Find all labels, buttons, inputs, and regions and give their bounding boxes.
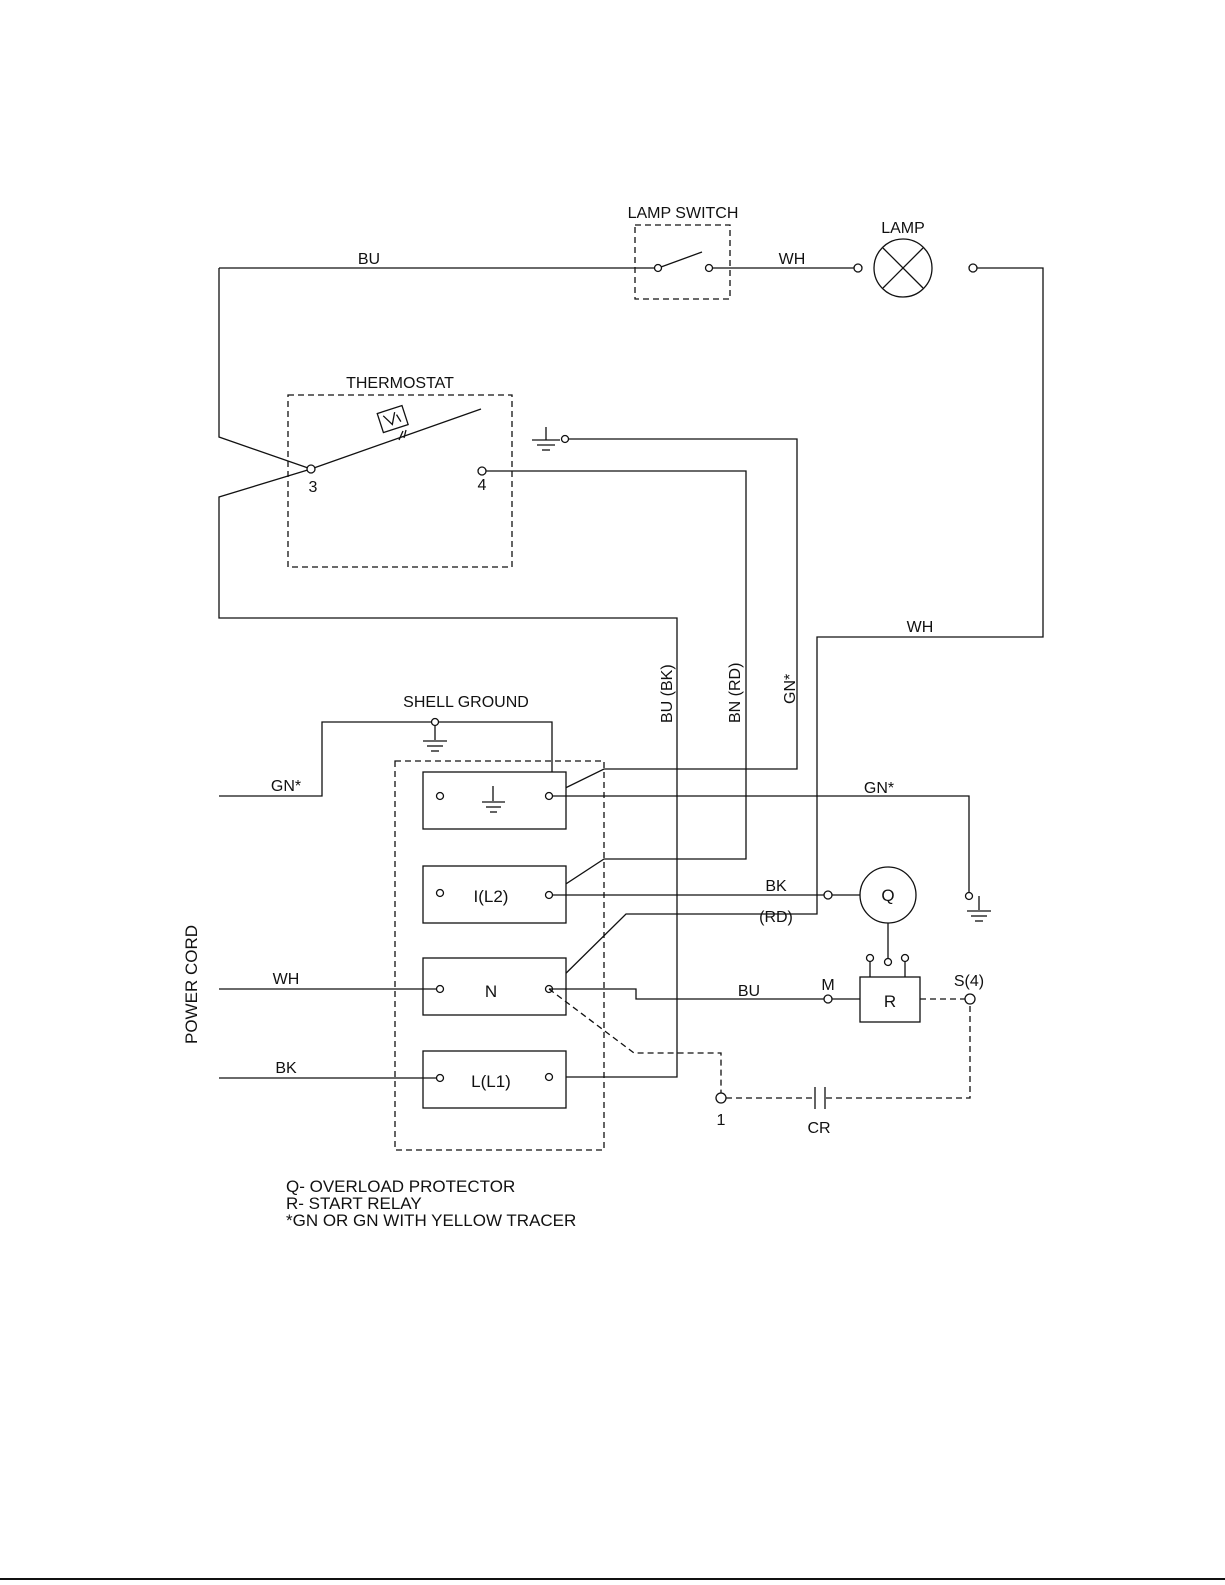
overload-protector-label: Q [881, 886, 894, 905]
thermostat-sensor-stem [404, 430, 406, 438]
wire-label-lamp-wh: WH [779, 251, 806, 268]
cord-gn-label: GN* [271, 778, 301, 795]
ground-symbol-right [966, 893, 992, 922]
thermostat-terminal-3 [307, 465, 315, 473]
shell-ground-node [432, 719, 439, 726]
wire-left-vertical-upper [219, 268, 311, 469]
wire-bn-rd [486, 471, 746, 895]
lamp-terminal [969, 264, 977, 272]
overload-protector: Q [824, 867, 916, 960]
terminal-l2-label: I(L2) [474, 887, 509, 906]
relay-s-label: S(4) [954, 973, 984, 990]
shell-ground-label: SHELL GROUND [403, 694, 529, 711]
wire-label-bu-bk: BU (BK) [659, 664, 676, 723]
lamp-switch-blade [661, 252, 702, 267]
relay-m-label: M [821, 977, 834, 994]
relay-s-terminal [965, 994, 975, 1004]
thermostat-terminal-4 [478, 467, 486, 475]
lamp-terminal [854, 264, 862, 272]
thermostat: THERMOSTAT 3 4 [288, 375, 512, 567]
capacitor: CR [807, 1087, 830, 1137]
node-1 [716, 1093, 726, 1103]
terminal-l1-label: L(L1) [471, 1072, 511, 1091]
wire-label-right-wh: WH [907, 619, 934, 636]
wire-relay-bu [549, 989, 825, 999]
thermostat-sensor-icon [377, 406, 408, 433]
bottom-rule [0, 1578, 1225, 1580]
start-relay: M R S(4) [821, 955, 984, 1023]
lamp-switch-terminal [655, 265, 662, 272]
wire-label-relay-bu: BU [738, 983, 760, 1000]
power-cord: POWER CORD GN* WH BK [182, 778, 437, 1078]
legend-line: *GN OR GN WITH YELLOW TRACER [286, 1211, 576, 1230]
wire-label-bn-rd: BN (RD) [727, 663, 744, 723]
terminal-ground [423, 772, 566, 829]
cord-wh-label: WH [273, 971, 300, 988]
terminal-block: I(L2) N L(L1) [395, 761, 604, 1150]
wire-label-top-bu: BU [358, 251, 380, 268]
capacitor-label: CR [807, 1120, 830, 1137]
cord-bk-label: BK [275, 1060, 297, 1077]
start-relay-label: R [884, 992, 896, 1011]
power-cord-label: POWER CORD [182, 925, 201, 1044]
top-circuit [219, 268, 1043, 1077]
wire-label-gn-vertical: GN* [782, 674, 799, 704]
lamp-switch-label: LAMP SWITCH [628, 205, 739, 222]
thermostat-label: THERMOSTAT [346, 375, 454, 392]
lamp-switch-terminal [706, 265, 713, 272]
lamp-switch-box [635, 225, 730, 299]
thermostat-sensor-stem [399, 431, 403, 440]
wire-label-ground-gn: GN* [864, 780, 894, 797]
lamp: LAMP [854, 220, 977, 297]
lamp-label: LAMP [881, 220, 925, 237]
ground-symbol-upper [532, 427, 569, 450]
wire-label-q-bk: BK [765, 878, 787, 895]
node-1-label: 1 [717, 1112, 726, 1129]
wire-label-rd: (RD) [759, 909, 793, 926]
thermostat-pin-4-label: 4 [478, 477, 487, 494]
thermostat-pin-3-label: 3 [309, 479, 318, 496]
legend: Q- OVERLOAD PROTECTOR R- START RELAY *GN… [286, 1177, 576, 1230]
terminal-n-label: N [485, 982, 497, 1001]
lamp-switch: LAMP SWITCH [628, 205, 739, 299]
